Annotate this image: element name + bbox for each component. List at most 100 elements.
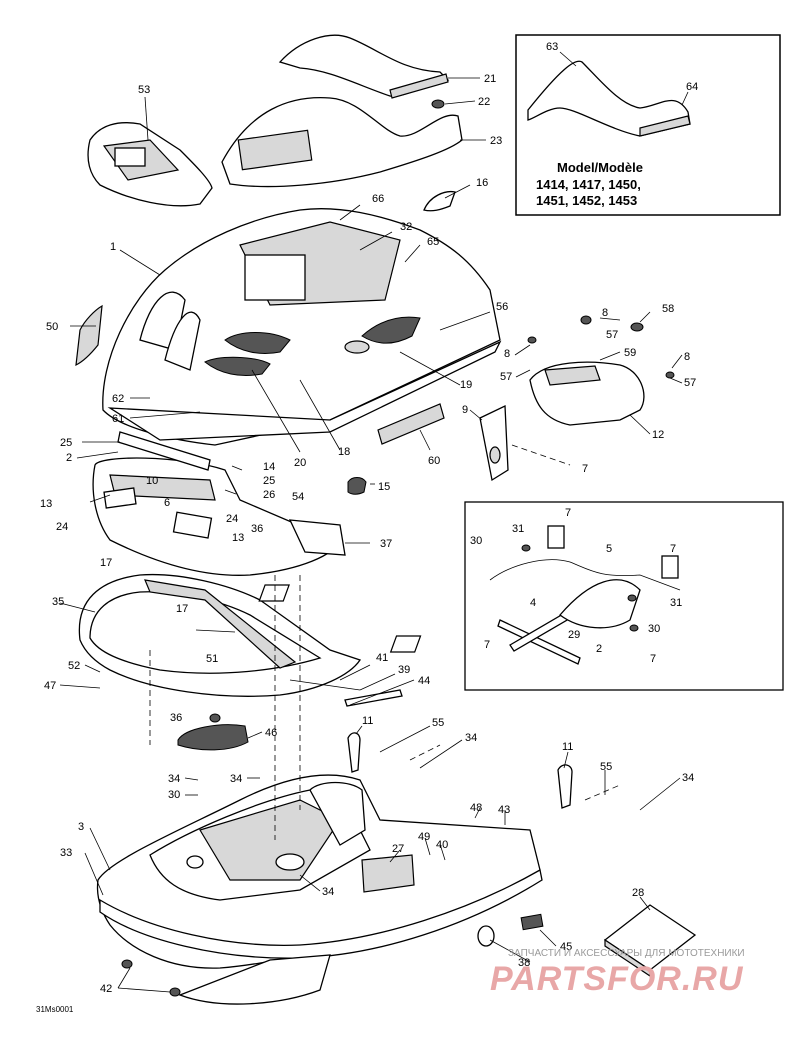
callout-2: 2 (66, 452, 72, 464)
callout-42: 42 (100, 983, 112, 995)
callout-57c: 57 (684, 377, 696, 389)
callout-7b: 7 (565, 507, 571, 519)
callout-8c: 8 (684, 351, 690, 363)
callout-7c: 7 (670, 543, 676, 555)
callout-55b: 55 (600, 761, 612, 773)
callout-31a: 31 (512, 523, 524, 535)
callout-45: 45 (560, 941, 572, 953)
callout-40: 40 (436, 839, 448, 851)
callout-25a: 25 (60, 437, 72, 449)
callout-58: 58 (662, 303, 674, 315)
callout-28: 28 (632, 887, 644, 899)
callout-30c: 30 (648, 623, 660, 635)
hood-latch (423, 190, 456, 212)
parts-box (603, 904, 697, 978)
callout-22: 22 (478, 96, 490, 108)
callout-29: 29 (568, 629, 580, 641)
callout-34c: 34 (230, 773, 242, 785)
callout-48: 48 (470, 802, 482, 814)
callout-59: 59 (624, 347, 636, 359)
callout-46: 46 (265, 727, 277, 739)
callout-3: 3 (78, 821, 84, 833)
callout-9: 9 (462, 404, 468, 416)
callout-20: 20 (294, 457, 306, 469)
instrument-console (87, 122, 213, 207)
callout-36a: 36 (251, 523, 263, 535)
callout-64: 64 (686, 81, 698, 93)
watermark-caption: ЗАПЧАСТИ И АКСЕССУАРЫ ДЛЯ МОТОТЕХНИКИ (508, 948, 745, 959)
callout-32: 32 (400, 221, 412, 233)
callout-11a: 11 (362, 715, 373, 727)
callout-31b: 31 (670, 597, 682, 609)
windshield (278, 34, 450, 97)
callout-50: 50 (46, 321, 58, 333)
callout-53: 53 (138, 84, 150, 96)
callout-34d: 34 (682, 772, 694, 784)
callout-19: 19 (460, 379, 472, 391)
hood (75, 190, 502, 495)
callout-30b: 30 (470, 535, 482, 547)
small-bracket (177, 713, 249, 751)
callout-labels: 21 22 23 53 16 66 32 65 1 56 50 62 61 19… (40, 73, 696, 995)
bottom-pan (96, 732, 573, 1005)
callout-13a: 13 (40, 498, 52, 510)
controls-detail-box (258, 501, 784, 691)
detail-title-line1: Model/Modèle (557, 160, 643, 175)
callout-6: 6 (164, 497, 170, 509)
front-bumper (78, 573, 403, 707)
windshield-assembly (221, 34, 463, 188)
front-bracket-assembly (92, 431, 346, 576)
callout-51: 51 (206, 653, 218, 665)
watermark-logo: PARTSFOR.RU (490, 960, 744, 998)
right-side-panel (479, 315, 675, 482)
callout-62: 62 (112, 393, 124, 405)
callout-60: 60 (428, 455, 440, 467)
callout-61: 61 (112, 413, 124, 425)
windshield-variant (527, 60, 691, 137)
callout-52: 52 (68, 660, 80, 672)
callout-66: 66 (372, 193, 384, 205)
callout-38: 38 (518, 957, 530, 969)
callout-4: 4 (530, 597, 536, 609)
callout-23: 23 (490, 135, 502, 147)
callout-17a: 17 (100, 557, 112, 569)
callout-15: 15 (378, 481, 390, 493)
alignment-lines (149, 575, 621, 840)
callout-13b: 13 (232, 532, 244, 544)
callout-14: 14 (263, 461, 275, 473)
callout-57b: 57 (500, 371, 512, 383)
callout-17b: 17 (176, 603, 188, 615)
callout-35: 35 (52, 596, 64, 608)
callout-7a: 7 (582, 463, 588, 475)
callout-18: 18 (338, 446, 350, 458)
hood-side-decal (75, 304, 103, 367)
callout-10: 10 (146, 475, 158, 487)
callout-65: 65 (427, 236, 439, 248)
callout-2b: 2 (596, 643, 602, 655)
callout-34a: 34 (465, 732, 477, 744)
callout-8a: 8 (602, 307, 608, 319)
callout-63: 63 (546, 41, 558, 53)
callout-56: 56 (496, 301, 508, 313)
callout-41: 41 (376, 652, 388, 664)
callout-54: 54 (292, 491, 304, 503)
callout-12: 12 (652, 429, 664, 441)
callout-5: 5 (606, 543, 612, 555)
callout-43: 43 (498, 804, 510, 816)
figure-code: 31Ms0001 (36, 1005, 74, 1014)
callout-26: 26 (263, 489, 275, 501)
callout-8b: 8 (504, 348, 510, 360)
callout-33: 33 (60, 847, 72, 859)
callout-57a: 57 (606, 329, 618, 341)
callout-16: 16 (476, 177, 488, 189)
callout-7e: 7 (650, 653, 656, 665)
callout-11b: 11 (562, 741, 573, 753)
callout-30a: 30 (168, 789, 180, 801)
callout-39: 39 (398, 664, 410, 676)
callout-34b: 34 (168, 773, 180, 785)
callout-24a: 24 (56, 521, 68, 533)
callout-27: 27 (392, 843, 404, 855)
callout-55a: 55 (432, 717, 444, 729)
detail-title-line2: 1414, 1417, 1450, (536, 177, 641, 192)
